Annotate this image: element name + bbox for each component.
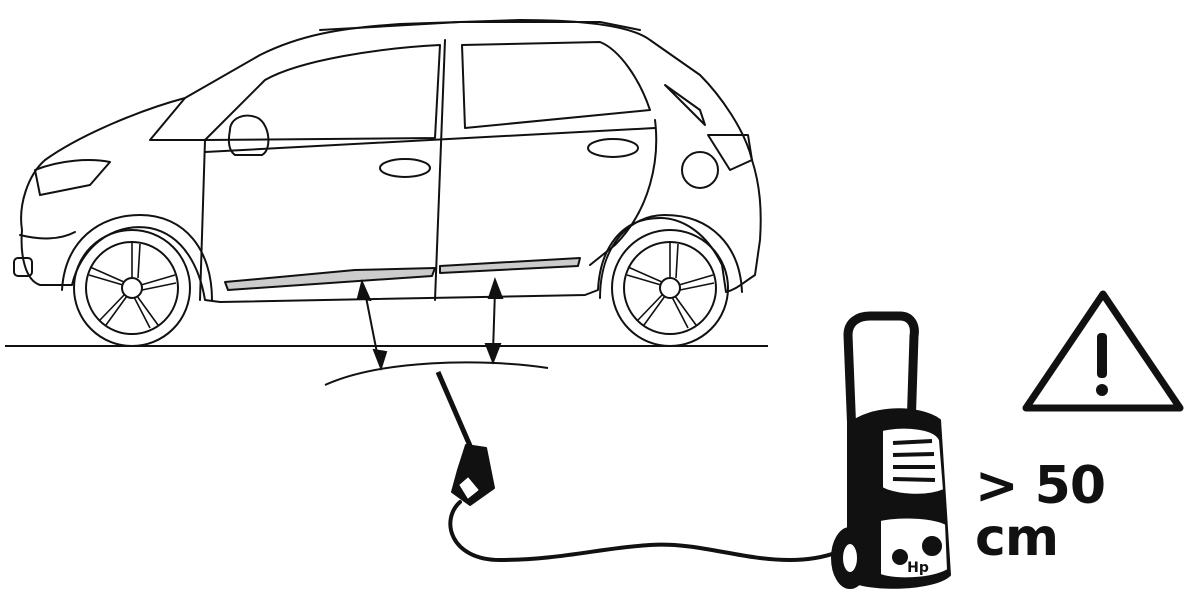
front-bumper bbox=[20, 232, 75, 238]
headlight bbox=[35, 160, 110, 195]
front-door-handle bbox=[380, 159, 430, 177]
b-pillar-line bbox=[435, 40, 445, 300]
rear-door-line bbox=[590, 120, 656, 265]
rear-door-handle bbox=[588, 139, 638, 157]
warning-triangle-icon bbox=[1026, 294, 1180, 408]
distance-arrows bbox=[358, 280, 502, 368]
car-illustration bbox=[14, 20, 761, 302]
front-wheel bbox=[74, 230, 190, 346]
front-window bbox=[205, 45, 440, 140]
spray-gun bbox=[438, 372, 494, 505]
quarter-window bbox=[665, 85, 705, 125]
hose bbox=[450, 502, 838, 560]
rear-window bbox=[462, 42, 650, 128]
side-sill-front bbox=[225, 268, 435, 290]
windshield bbox=[150, 98, 205, 140]
washer-badge: Hp bbox=[907, 560, 929, 576]
front-door-line bbox=[200, 140, 205, 300]
rear-wheel bbox=[612, 230, 728, 346]
distance-label: > 50 cm bbox=[975, 460, 1202, 564]
side-sill-rear bbox=[440, 258, 580, 273]
fuel-cap bbox=[682, 152, 718, 188]
pressure-washer: Hp bbox=[832, 316, 950, 588]
